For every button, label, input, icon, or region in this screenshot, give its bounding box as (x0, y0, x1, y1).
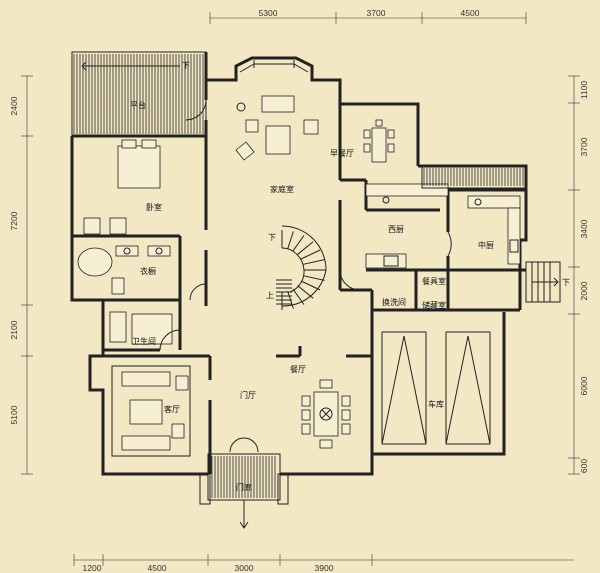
marker-up-stair: 上 (266, 291, 274, 300)
breakfast-table (363, 119, 395, 163)
family-sofa-group (235, 95, 319, 161)
label-foyer: 门厅 (240, 390, 256, 400)
label-closet: 衣橱 (140, 266, 156, 276)
marker-down-stair: 下 (268, 233, 276, 242)
label-tableware: 餐具室 (422, 276, 446, 286)
garage-bays (381, 331, 491, 445)
dim-left-2: 7200 (9, 211, 19, 230)
dim-left-1: 2400 (9, 96, 19, 115)
bed (83, 139, 161, 235)
porch-hatch (211, 456, 276, 498)
label-western-kitchen: 西厨 (388, 225, 404, 234)
label-bedroom: 卧室 (146, 202, 162, 212)
kitchen-eave-outline (421, 165, 527, 189)
bay-window (239, 60, 309, 73)
label-porch: 门廊 (236, 482, 252, 492)
kitchen-counters (365, 183, 521, 269)
label-garage: 车库 (428, 399, 444, 409)
dim-right-5: 6000 (579, 376, 589, 395)
dim-right-4: 2000 (579, 281, 589, 300)
bath-fixtures (77, 245, 173, 345)
label-storage: 储藏室 (422, 300, 446, 310)
dim-right-1: 1100 (579, 81, 589, 100)
kitchen-eave-hatch (423, 168, 524, 186)
label-laundry: 换洗间 (382, 297, 406, 307)
label-bathroom: 卫生间 (132, 336, 156, 346)
marker-down-terrace: 下 (182, 61, 190, 70)
spiral-staircase (276, 225, 327, 310)
dim-right-3: 3400 (579, 219, 589, 238)
dimension-lines (21, 12, 580, 566)
dim-top-2: 3700 (367, 8, 386, 18)
label-chinese-kitchen: 中厨 (478, 240, 494, 250)
door-swings (159, 99, 452, 351)
interior-walls (72, 104, 526, 474)
porch-outline (199, 453, 289, 529)
terrace-hatch (73, 54, 204, 134)
living-room-furniture (111, 365, 191, 457)
dim-top-3: 4500 (461, 8, 480, 18)
label-dining: 餐厅 (290, 365, 306, 374)
dim-bottom-3: 3000 (235, 563, 254, 573)
dim-bottom-4: 3900 (315, 563, 334, 573)
marker-down-side: 下 (562, 278, 570, 287)
dim-right-2: 3700 (579, 137, 589, 156)
label-living: 客厅 (164, 404, 180, 414)
label-breakfast: 早餐厅 (330, 149, 354, 158)
entrance-doors (229, 437, 259, 453)
dim-right-6: 600 (579, 459, 589, 473)
dim-bottom-2: 4500 (148, 563, 167, 573)
dim-top-1: 5300 (259, 8, 278, 18)
dim-bottom-1: 1200 (83, 563, 102, 573)
stair-arrows (81, 61, 559, 287)
label-terrace: 平台 (130, 100, 146, 110)
dim-left-3: 2100 (9, 320, 19, 339)
label-family-room: 家庭室 (270, 184, 294, 194)
dim-left-4: 5100 (9, 405, 19, 424)
dining-table (301, 379, 351, 449)
